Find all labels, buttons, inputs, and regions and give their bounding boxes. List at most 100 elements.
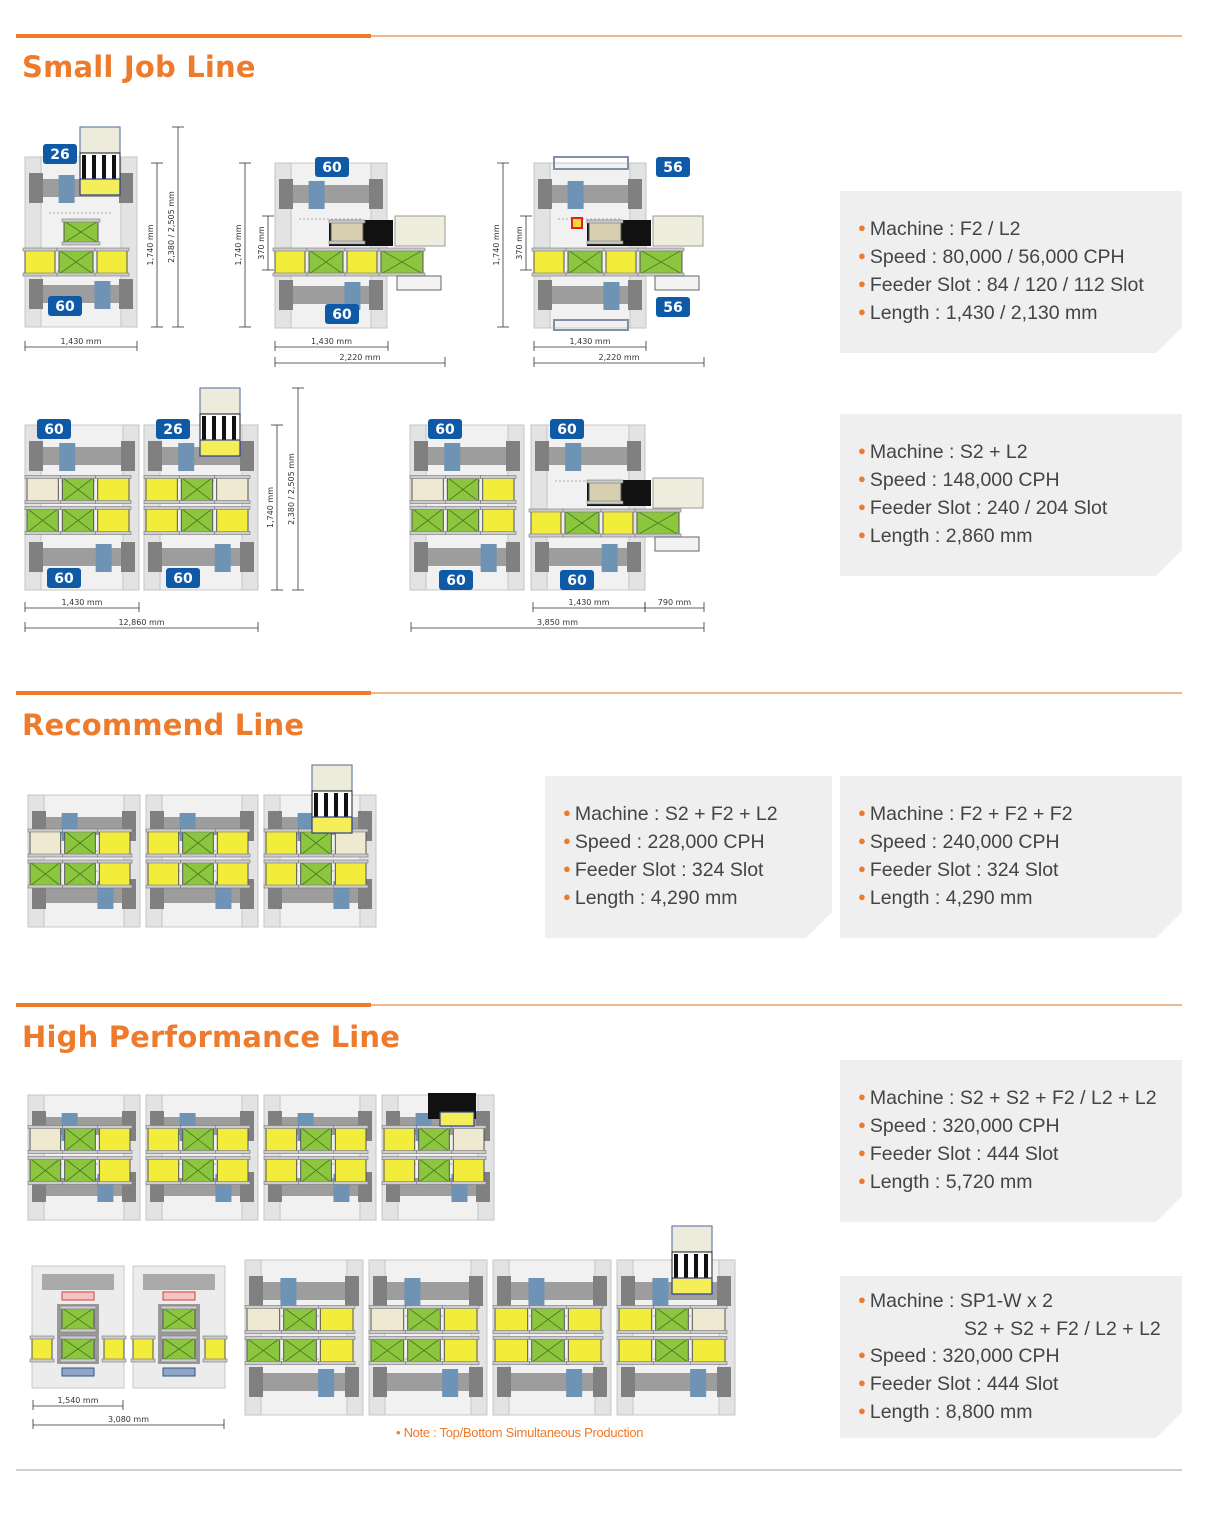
spec-feeder-slot: ●Feeder Slot : 324 Slot <box>858 859 1059 881</box>
rail <box>145 1181 181 1185</box>
cross-line <box>300 1158 332 1183</box>
dimension-vertical: 370 mm <box>515 215 532 271</box>
dimension-vertical: 1,740 mm <box>266 424 283 591</box>
dim-label: 790 mm <box>658 598 692 607</box>
rail <box>405 1305 443 1309</box>
rail <box>244 1336 282 1340</box>
conveyor-body <box>216 1158 249 1183</box>
gantry-end <box>345 1276 359 1306</box>
rail <box>566 1361 604 1365</box>
conveyor-module <box>145 859 181 889</box>
cross-line <box>58 249 94 275</box>
feeder-count-badge: 26 <box>43 144 77 164</box>
conveyor-module <box>145 1156 181 1185</box>
rail <box>180 1150 216 1154</box>
conveyor-body <box>97 477 130 502</box>
gantry-end <box>373 1276 387 1306</box>
conveyor-module <box>60 475 96 504</box>
gantry-end <box>497 1276 511 1306</box>
spec-feeder-slot: ●Feeder Slot : 324 Slot <box>563 859 764 881</box>
spec-speed: ●Speed : 240,000 CPH <box>858 831 1060 853</box>
rail <box>263 1181 299 1185</box>
conveyor-module <box>381 1125 417 1154</box>
cross-line <box>29 861 61 887</box>
rail <box>130 1335 156 1340</box>
spec-length: ●Length : 2,860 mm <box>858 525 1033 547</box>
head-unit <box>318 1369 335 1397</box>
conveyor-module <box>306 247 346 277</box>
cross-line <box>162 1307 196 1331</box>
conveyor-module <box>529 1336 567 1365</box>
rail <box>381 1150 417 1154</box>
rail <box>145 1156 181 1160</box>
rail <box>653 1361 691 1365</box>
conveyor-body <box>147 861 180 887</box>
conveyor-module <box>180 828 216 858</box>
rail <box>566 1336 604 1340</box>
gantry-end <box>538 179 552 209</box>
gantry-end <box>345 1367 359 1397</box>
dimension-horizontal: 2,220 mm <box>274 353 446 367</box>
printer-squeegee <box>42 1274 114 1290</box>
spec-speed: ●Speed : 148,000 CPH <box>858 469 1060 491</box>
conveyor-module <box>368 1305 406 1334</box>
rail <box>95 475 132 479</box>
rail <box>101 1358 127 1363</box>
rail <box>690 1336 728 1340</box>
rail <box>29 1335 55 1340</box>
conveyor-module <box>416 1156 452 1185</box>
gantry-top <box>497 1282 607 1300</box>
conveyor-module <box>281 1305 319 1334</box>
gantry-end <box>249 1367 263 1397</box>
conveyor-body <box>334 1127 367 1152</box>
rail <box>27 1125 63 1129</box>
gantry-end <box>369 280 383 310</box>
conveyor-body <box>31 1337 53 1361</box>
conveyor-module <box>95 506 132 535</box>
dimension-horizontal: 1,540 mm <box>32 1396 124 1410</box>
spec-machine: ●Machine : S2 + F2 + L2 <box>563 803 778 825</box>
printer-squeegee <box>143 1274 215 1290</box>
head-unit <box>603 282 620 310</box>
conveyor-module <box>62 1125 98 1154</box>
conveyor-module <box>62 828 98 858</box>
rail <box>442 1330 480 1334</box>
head-unit <box>95 544 112 572</box>
conveyor-module <box>215 1156 251 1185</box>
rail <box>214 531 251 535</box>
conveyor-module <box>180 859 216 889</box>
rail <box>215 1181 251 1185</box>
conveyor-body <box>147 830 180 856</box>
l2-magazine <box>652 215 704 247</box>
cross-line <box>300 1127 332 1152</box>
rail <box>566 1305 604 1309</box>
rail <box>298 1150 334 1154</box>
rail <box>333 1156 369 1160</box>
rail <box>298 1125 334 1129</box>
head-unit <box>344 282 361 310</box>
rail <box>451 1181 487 1185</box>
spec-length: ●Length : 4,290 mm <box>858 887 1033 909</box>
cross-line <box>246 1338 280 1363</box>
rail <box>333 884 369 889</box>
dim-label: 370 mm <box>515 226 524 260</box>
l2-output-tray <box>654 536 700 552</box>
footer-divider <box>16 1469 1182 1471</box>
rail <box>62 1150 98 1154</box>
rail <box>405 1330 443 1334</box>
cross-line <box>655 1307 689 1332</box>
rail <box>690 1361 728 1365</box>
sp1w-printer <box>29 1265 127 1389</box>
gantry-end <box>240 542 254 572</box>
rail <box>214 500 251 504</box>
gantry-end <box>535 542 549 572</box>
conveyor-module <box>405 1336 443 1365</box>
conveyor-module <box>298 1156 334 1185</box>
printer-stencil-clamp <box>162 1291 196 1301</box>
conveyor-module <box>586 219 624 245</box>
rail <box>263 1150 299 1154</box>
rail <box>616 1336 654 1340</box>
rail <box>333 853 369 858</box>
dim-label: 2,380 / 2,505 mm <box>167 191 176 263</box>
